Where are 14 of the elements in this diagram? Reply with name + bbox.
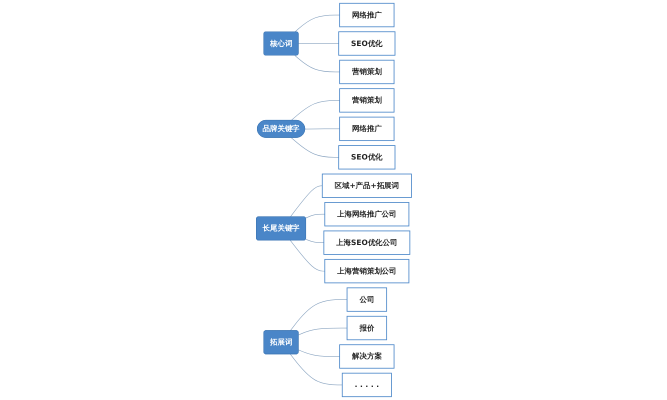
connector bbox=[294, 55, 340, 72]
connector bbox=[298, 43, 339, 44]
connector bbox=[290, 100, 340, 121]
connector bbox=[290, 137, 339, 158]
connector bbox=[305, 238, 324, 243]
connector bbox=[298, 350, 340, 357]
connector bbox=[290, 240, 325, 272]
connector bbox=[298, 328, 347, 336]
connector bbox=[305, 214, 325, 218]
connector bbox=[294, 14, 340, 32]
connector bbox=[304, 128, 340, 130]
connector bbox=[290, 354, 342, 386]
connector bbox=[290, 299, 347, 332]
connector bbox=[290, 185, 322, 218]
